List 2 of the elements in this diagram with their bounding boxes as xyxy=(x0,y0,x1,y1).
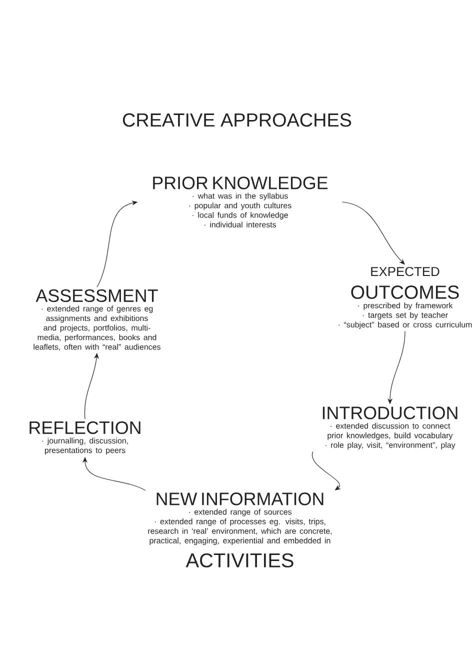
arrow xyxy=(312,451,342,490)
title: CREATIVE APPROACHES xyxy=(122,113,352,127)
